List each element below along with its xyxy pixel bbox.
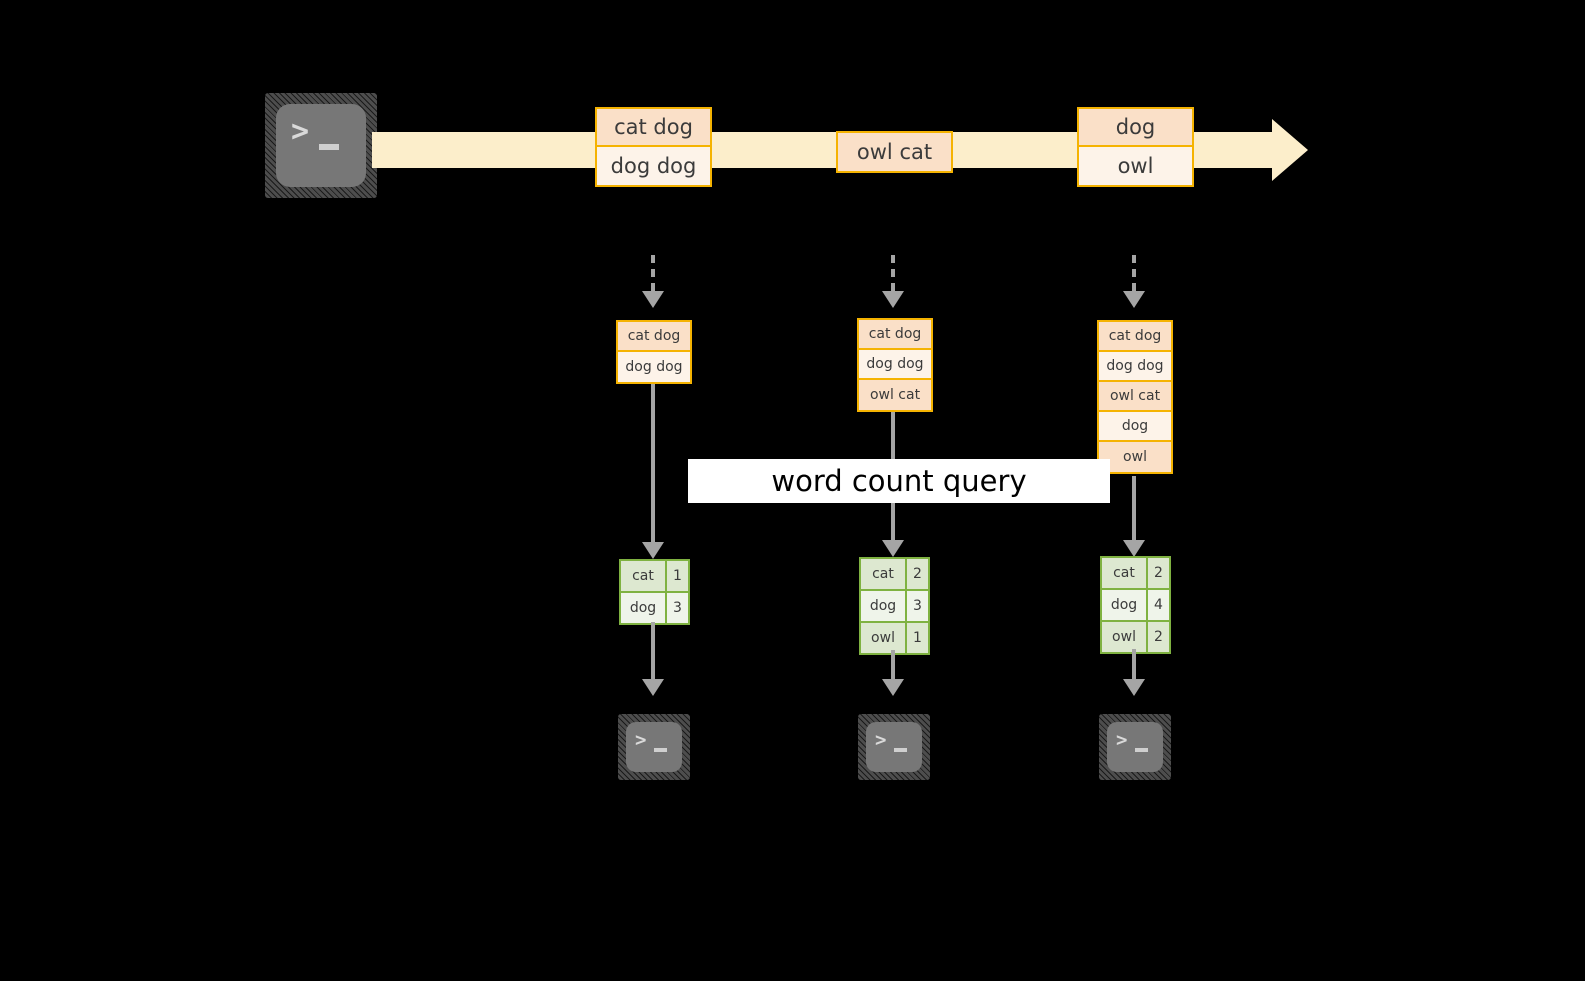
result-table-2: cat 2 dog 3 owl 1 <box>859 557 930 655</box>
stream-arrow-head <box>1272 119 1308 181</box>
accumulator-cell: owl cat <box>859 380 931 410</box>
table-row: dog 3 <box>621 593 688 623</box>
terminal-prompt-glyph: > <box>1116 729 1128 751</box>
stream-to-accumulator-dash-2 <box>891 255 895 291</box>
terminal-cursor-glyph <box>1135 748 1148 752</box>
result-to-sink-arrowhead-2 <box>882 679 904 696</box>
stream-event-cell: dog dog <box>597 147 710 185</box>
accumulator-cell: dog <box>1099 412 1171 442</box>
result-word: cat <box>1102 558 1148 588</box>
accumulator-cell: owl <box>1099 442 1171 472</box>
result-word: dog <box>1102 590 1148 620</box>
terminal-cursor-glyph <box>894 748 907 752</box>
accumulator-window-3: cat dog dog dog owl cat dog owl <box>1097 320 1173 474</box>
accumulator-to-result-arrowhead-2 <box>882 540 904 557</box>
source-terminal-icon: > <box>265 93 377 198</box>
accumulator-cell: cat dog <box>1099 322 1171 352</box>
result-count: 3 <box>667 593 688 623</box>
table-row: cat 1 <box>621 561 688 593</box>
result-word: dog <box>621 593 667 623</box>
terminal-cursor-glyph <box>319 144 339 150</box>
result-table-3: cat 2 dog 4 owl 2 <box>1100 556 1171 654</box>
stream-to-accumulator-dash-1 <box>651 255 655 291</box>
result-table-1: cat 1 dog 3 <box>619 559 690 625</box>
terminal-prompt-glyph: > <box>635 729 647 751</box>
stream-event-group-2: owl cat <box>836 131 953 173</box>
query-label: word count query <box>688 459 1110 503</box>
result-to-sink-arrowhead-3 <box>1123 679 1145 696</box>
table-row: owl 1 <box>861 623 928 653</box>
sink-terminal-icon-2: > <box>858 714 930 780</box>
table-row: dog 4 <box>1102 590 1169 622</box>
sink-terminal-icon-1: > <box>618 714 690 780</box>
result-count: 2 <box>1148 558 1169 588</box>
result-count: 2 <box>1148 622 1169 652</box>
accumulator-to-result-arrowhead-1 <box>642 542 664 559</box>
result-word: cat <box>861 559 907 589</box>
result-count: 4 <box>1148 590 1169 620</box>
stream-to-accumulator-arrowhead-1 <box>642 291 664 308</box>
table-row: owl 2 <box>1102 622 1169 652</box>
result-count: 1 <box>907 623 928 653</box>
result-count: 3 <box>907 591 928 621</box>
accumulator-cell: owl cat <box>1099 382 1171 412</box>
table-row: cat 2 <box>1102 558 1169 590</box>
result-to-sink-arrowhead-1 <box>642 679 664 696</box>
result-word: owl <box>1102 622 1148 652</box>
stream-event-cell: owl cat <box>838 133 951 171</box>
result-word: owl <box>861 623 907 653</box>
result-count: 2 <box>907 559 928 589</box>
result-to-sink-line-2 <box>891 650 895 679</box>
result-to-sink-line-1 <box>651 622 655 679</box>
stream-event-group-1: cat dog dog dog <box>595 107 712 187</box>
stream-event-cell: dog <box>1079 109 1192 147</box>
accumulator-window-1: cat dog dog dog <box>616 320 692 384</box>
terminal-body <box>626 722 682 772</box>
result-to-sink-line-3 <box>1132 649 1136 679</box>
accumulator-to-result-line-1 <box>651 384 655 542</box>
table-row: dog 3 <box>861 591 928 623</box>
table-row: cat 2 <box>861 559 928 591</box>
terminal-body <box>1107 722 1163 772</box>
accumulator-cell: dog dog <box>859 350 931 380</box>
stream-event-cell: cat dog <box>597 109 710 147</box>
stream-event-cell: owl <box>1079 147 1192 185</box>
accumulator-cell: cat dog <box>859 320 931 350</box>
terminal-prompt-glyph: > <box>291 114 310 149</box>
result-word: cat <box>621 561 667 591</box>
accumulator-window-2: cat dog dog dog owl cat <box>857 318 933 412</box>
accumulator-cell: cat dog <box>618 322 690 352</box>
terminal-prompt-glyph: > <box>875 729 887 751</box>
result-word: dog <box>861 591 907 621</box>
accumulator-to-result-arrowhead-3 <box>1123 540 1145 557</box>
stream-to-accumulator-arrowhead-3 <box>1123 291 1145 308</box>
stream-to-accumulator-arrowhead-2 <box>882 291 904 308</box>
result-count: 1 <box>667 561 688 591</box>
accumulator-cell: dog dog <box>1099 352 1171 382</box>
stream-event-group-3: dog owl <box>1077 107 1194 187</box>
stream-to-accumulator-dash-3 <box>1132 255 1136 291</box>
accumulator-cell: dog dog <box>618 352 690 382</box>
sink-terminal-icon-3: > <box>1099 714 1171 780</box>
terminal-cursor-glyph <box>654 748 667 752</box>
accumulator-to-result-line-3 <box>1132 476 1136 540</box>
terminal-body <box>866 722 922 772</box>
